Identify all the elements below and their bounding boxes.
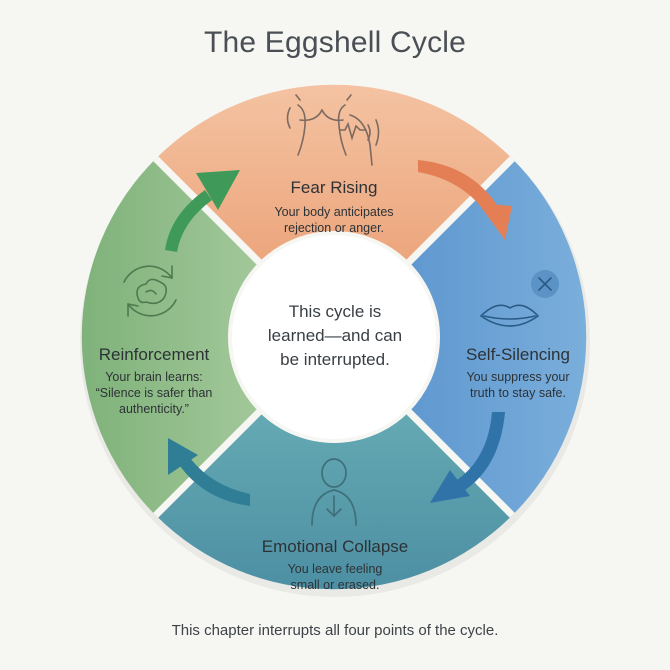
reinforcement-description: Your brain learns: “Silence is safer tha… [64,369,244,417]
reinforcement-line-2: “Silence is safer than [95,386,213,400]
center-line-1: This cycle is [288,302,382,321]
collapsing-person-icon [311,458,357,526]
fear-rising-line-2: rejection or anger. [283,221,385,235]
reinforcement-title: Reinforcement [98,345,210,364]
reinforcement-line-1: Your brain learns: [105,370,203,384]
segment-self-silencing [406,158,587,516]
fear-rising-description: Your body anticipates rejection or anger… [234,204,434,236]
closed-lips-icon [479,270,559,327]
center-line-3: be interrupted. [280,350,390,369]
segment-reinforcement [81,158,262,516]
brain-cycle-icon [123,265,177,317]
emotional-collapse-line-1: You leave feeling [287,562,383,576]
emotional-collapse-title: Emotional Collapse [261,537,409,556]
fear-rising-line-1: Your body anticipates [274,205,394,219]
self-silencing-title: Self-Silencing [466,345,570,364]
reinforcement-line-3: authenticity.” [119,402,189,416]
segment-fear-rising [155,84,513,265]
center-circle [228,231,440,443]
diagram-title: The Eggshell Cycle [203,26,467,59]
emotional-collapse-description: You leave feeling small or erased. [235,561,435,593]
self-silencing-line-2: truth to stay safe. [470,386,566,400]
self-silencing-line-1: You suppress your [466,370,570,384]
arrow-reinforcement-to-fear [165,170,240,252]
segment-dividers [153,156,515,518]
arrow-collapse-to-reinforcement [168,438,250,506]
fear-rising-title: Fear Rising [290,178,378,197]
tense-body-icon [286,94,380,166]
self-silencing-description: You suppress your truth to stay safe. [428,369,608,401]
arrow-fear-to-silencing [418,160,512,240]
center-line-2: learned—and can [267,326,403,345]
footer-caption: This chapter interrupts all four points … [171,622,499,639]
center-message: This cycle is learned—and can be interru… [245,300,425,372]
arrow-silencing-to-collapse [430,412,505,503]
emotional-collapse-line-2: small or erased. [290,578,380,592]
